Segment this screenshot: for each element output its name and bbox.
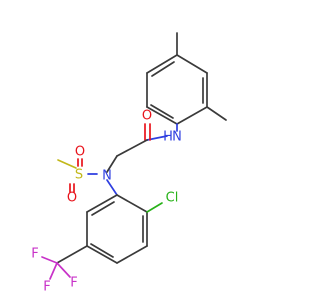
atom-f-3: F xyxy=(43,280,50,295)
atom-f-1: F xyxy=(31,247,38,262)
atom-cl: Cl xyxy=(166,191,179,206)
atom-n-sulfonamide: N xyxy=(102,169,112,184)
s-methyl-bond xyxy=(57,159,77,169)
n-aryl-bond xyxy=(106,179,118,196)
atom-h-amide: H xyxy=(163,130,173,145)
atom-f-2: F xyxy=(70,276,77,291)
c-f3-bond xyxy=(49,262,58,280)
c-ch2-bond xyxy=(116,139,148,157)
ring-cl-bond xyxy=(146,202,163,213)
chlorophenyl-ring xyxy=(86,194,148,264)
atom-s-sulfonyl: S xyxy=(75,168,83,183)
c-f2-bond xyxy=(56,262,71,278)
methyl-bond-ortho xyxy=(206,106,227,121)
molecule-structure-diagram: O N H N S O O Cl F F F xyxy=(31,32,227,295)
ring-cf3-bond xyxy=(56,245,88,264)
atom-n-amide: N xyxy=(172,130,182,145)
atom-o-amide: O xyxy=(142,109,152,124)
atom-o-sulfonyl-2: O xyxy=(67,191,77,206)
ch2-n-bond xyxy=(106,155,118,173)
dimethylphenyl-ring xyxy=(146,54,208,125)
c-f1-bond xyxy=(41,256,58,264)
atom-o-sulfonyl-1: O xyxy=(75,145,85,160)
